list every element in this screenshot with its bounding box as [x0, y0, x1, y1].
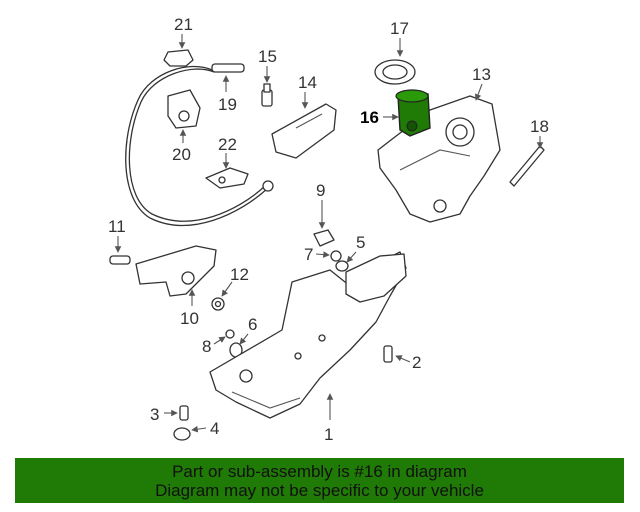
callout-4: 4 — [210, 419, 219, 438]
callout-15: 15 — [258, 47, 277, 66]
callout-9: 9 — [316, 181, 325, 200]
part-4-bolt — [173, 425, 207, 441]
callout-12: 12 — [230, 265, 249, 284]
part-10-lever — [135, 245, 217, 306]
part-13-lock-housing — [377, 83, 501, 223]
part-8-bushing — [213, 329, 235, 345]
part-17-ring — [374, 38, 416, 85]
info-banner: Part or sub-assembly is #16 in diagram D… — [15, 458, 624, 503]
part-14-cover — [271, 92, 337, 159]
part-15-screw — [261, 66, 273, 107]
part-19-cable — [125, 63, 274, 227]
callout-18: 18 — [530, 117, 549, 136]
callout-22: 22 — [218, 135, 237, 154]
part-12-nut — [211, 281, 233, 311]
part-3-bolt — [164, 405, 189, 421]
part-1-column-bracket — [209, 251, 407, 420]
callout-10: 10 — [180, 309, 199, 328]
part-16-lock-cylinder — [383, 89, 431, 137]
callout-20: 20 — [172, 145, 191, 164]
callout-labels: 21 19 20 22 15 14 17 13 16 18 9 7 5 11 1… — [108, 15, 549, 444]
callout-2: 2 — [412, 353, 421, 372]
callout-3: 3 — [150, 405, 159, 424]
callout-14: 14 — [298, 73, 317, 92]
callout-6: 6 — [248, 315, 257, 334]
callout-13: 13 — [472, 65, 491, 84]
part-7-bushing — [315, 250, 342, 262]
callout-5: 5 — [356, 233, 365, 252]
part-11-bolt — [109, 236, 131, 265]
callout-11: 11 — [108, 217, 126, 236]
part-20-bracket — [167, 89, 201, 143]
callout-7: 7 — [304, 245, 313, 264]
info-banner-line-2: Diagram may not be specific to your vehi… — [155, 480, 484, 500]
info-banner-line-1: Part or sub-assembly is #16 in diagram — [172, 461, 467, 481]
part-5-bushing — [335, 251, 357, 272]
callout-16: 16 — [360, 108, 379, 127]
callout-17: 17 — [390, 19, 409, 38]
part-9-nut — [313, 200, 335, 247]
callout-1: 1 — [324, 425, 333, 444]
callout-8: 8 — [202, 337, 211, 356]
parts-diagram: 21 19 20 22 15 14 17 13 16 18 9 7 5 11 1… — [108, 15, 549, 444]
callout-21: 21 — [174, 15, 193, 34]
part-18-bolt — [509, 136, 545, 187]
part-22-bracket — [205, 153, 249, 189]
callout-19: 19 — [218, 95, 237, 114]
part-21-clip — [163, 34, 194, 67]
part-2-bolt — [383, 345, 411, 363]
